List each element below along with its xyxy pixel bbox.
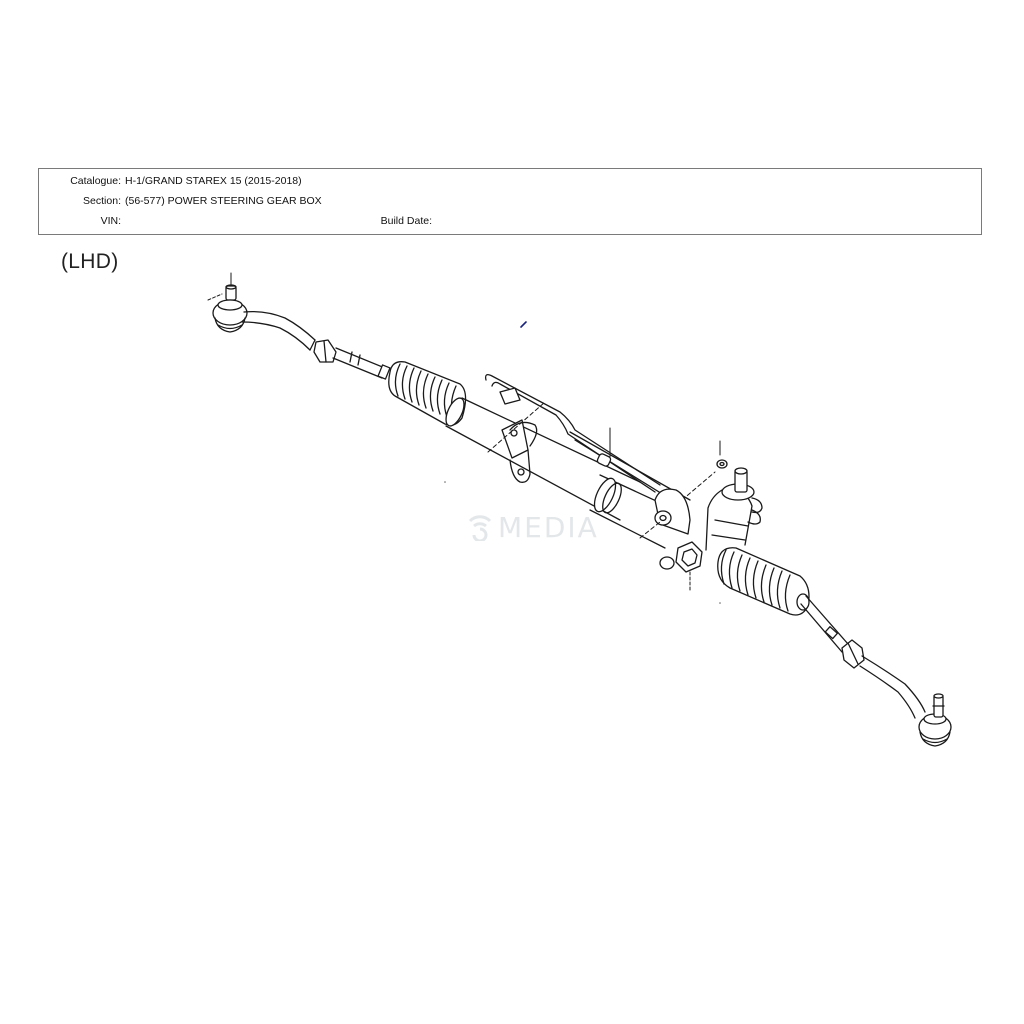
center-mounting-bracket[interactable] (639, 488, 691, 570)
left-lock-nut[interactable] (313, 339, 337, 363)
stray-dot (444, 481, 446, 483)
catalogue-label: Catalogue: (70, 175, 121, 187)
pinion-valve-housing[interactable] (705, 467, 763, 551)
left-tie-rod-end[interactable] (207, 272, 316, 351)
right-tie-rod-end[interactable] (859, 655, 952, 747)
washer[interactable] (681, 440, 728, 501)
section-value: (56-577) POWER STEERING GEAR BOX (125, 195, 322, 207)
rack-housing[interactable] (442, 395, 681, 549)
left-mounting-bracket[interactable] (487, 401, 546, 483)
section-label: Section: (83, 195, 121, 207)
watermark-text: MEDIA (498, 511, 599, 544)
right-lock-nut[interactable] (841, 639, 865, 669)
right-inner-tie-rod[interactable] (800, 595, 849, 653)
vin-label: VIN: (100, 215, 121, 227)
watermark-logo-icon (468, 514, 492, 541)
watermark: MEDIA (466, 511, 599, 544)
catalogue-info-box: Catalogue: H-1/GRAND STAREX 15 (2015-201… (38, 168, 982, 235)
left-inner-tie-rod[interactable] (332, 347, 391, 380)
build-date-label: Build Date: (380, 215, 432, 227)
yoke-plug[interactable] (675, 541, 703, 591)
stray-mark (520, 321, 527, 328)
stray-dot (719, 602, 721, 604)
right-bellows-boot[interactable] (717, 547, 810, 616)
line-clamp[interactable] (596, 427, 612, 467)
catalogue-value: H-1/GRAND STAREX 15 (2015-2018) (125, 175, 302, 187)
variant-label: (LHD) (61, 250, 119, 273)
